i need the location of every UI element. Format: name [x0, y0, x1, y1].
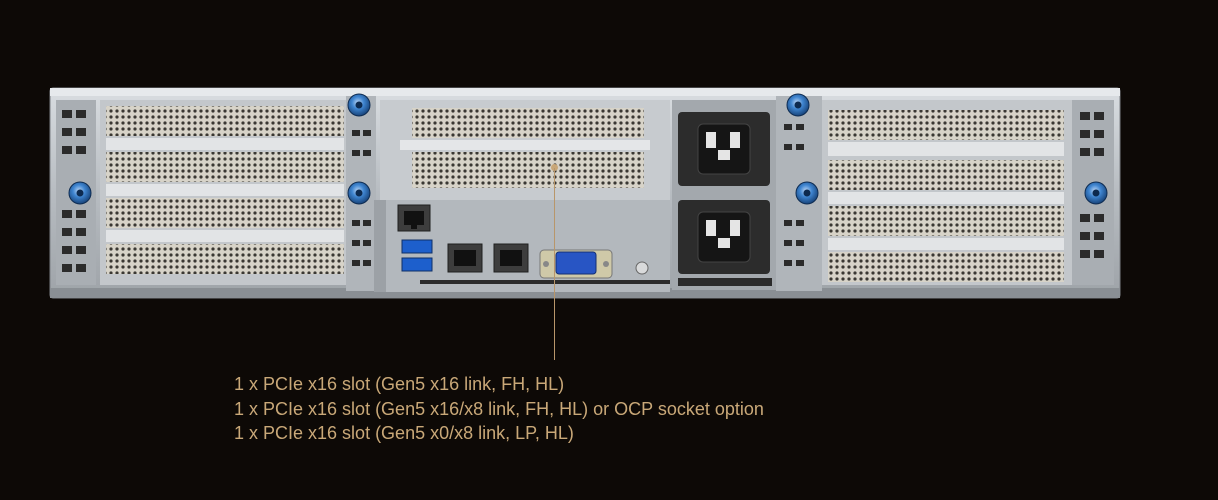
right-riser-slots	[822, 100, 1072, 285]
callout-line	[554, 168, 555, 360]
power-inlet-icon	[678, 200, 770, 274]
center-riser-slots	[380, 100, 670, 238]
spec-line: 1 x PCIe x16 slot (Gen5 x16 link, FH, HL…	[234, 374, 565, 394]
slot-cover-fh	[412, 108, 644, 138]
slot-cover	[106, 244, 344, 274]
rj45-port-icon	[447, 243, 483, 273]
slot-cover	[106, 152, 344, 182]
io-panel	[374, 200, 670, 292]
power-inlet-icon	[678, 112, 770, 186]
thumbscrew-icon[interactable]	[795, 181, 819, 205]
thumbscrew-icon[interactable]	[347, 181, 371, 205]
vga-port-icon	[539, 249, 613, 279]
callout-marker	[551, 164, 558, 171]
thumbscrew-icon[interactable]	[1084, 181, 1108, 205]
thumbscrew-icon[interactable]	[68, 181, 92, 205]
slot-cover	[828, 110, 1064, 140]
left-riser-slots	[100, 100, 350, 285]
slot-cover-fh-2	[412, 152, 644, 188]
slot-cover	[106, 198, 344, 228]
spec-line: 1 x PCIe x16 slot (Gen5 x0/x8 link, LP, …	[234, 423, 574, 443]
slot-cover	[828, 252, 1064, 282]
spec-line: 1 x PCIe x16 slot (Gen5 x16/x8 link, FH,…	[234, 398, 764, 419]
thumbscrew-icon[interactable]	[786, 93, 810, 117]
thumbscrew-icon[interactable]	[347, 93, 371, 117]
rj45-port-icon	[397, 204, 431, 232]
slot-cover	[828, 206, 1064, 236]
slot-cover	[106, 106, 344, 136]
pcie-slot-spec-list: 1 x PCIe x16 slot (Gen5 x16 link, FH, HL…	[234, 372, 764, 446]
slot-cover	[828, 160, 1064, 190]
usb-port-icon	[401, 239, 433, 272]
rj45-port-icon	[493, 243, 529, 273]
power-supplies	[672, 100, 776, 290]
